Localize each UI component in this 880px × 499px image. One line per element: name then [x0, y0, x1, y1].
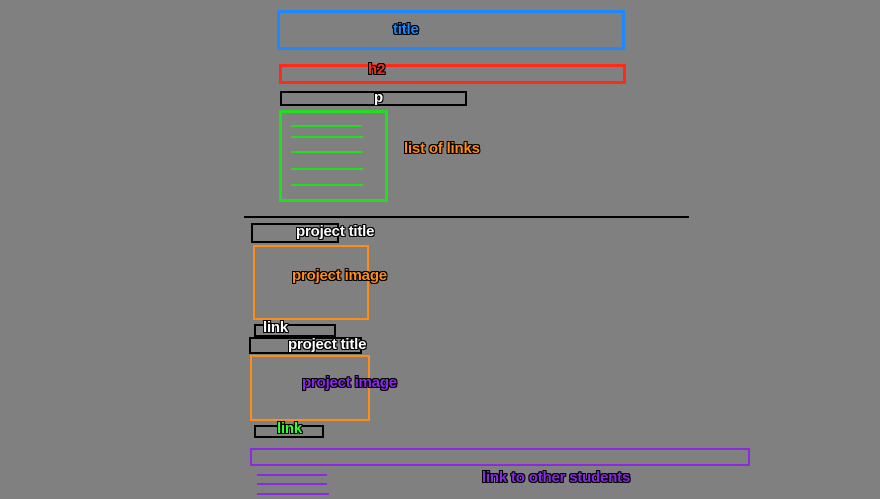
link-label-2: link — [277, 420, 303, 437]
link-box-1 — [254, 324, 336, 337]
paragraph-box — [280, 91, 467, 106]
title-box — [277, 10, 625, 50]
other-students-line — [257, 474, 327, 476]
list-link-line — [291, 151, 363, 153]
link-label-1: link — [263, 319, 289, 336]
project-title-box-1 — [251, 223, 339, 243]
project-title-label-2: project title — [288, 336, 367, 353]
title-label: title — [393, 21, 419, 38]
paragraph-label: p — [374, 89, 383, 106]
project-image-box-1 — [253, 245, 369, 320]
divider — [244, 216, 689, 218]
other-students-label: link to other students — [482, 469, 631, 486]
other-students-box — [250, 448, 750, 466]
list-link-line — [291, 168, 363, 170]
project-title-label-1: project title — [296, 223, 375, 240]
list-link-line — [291, 184, 363, 186]
project-image-box-2 — [250, 355, 370, 421]
list-link-line — [291, 136, 363, 138]
h2-label: h2 — [368, 61, 386, 78]
list-link-line — [291, 125, 362, 127]
project-title-box-2 — [249, 337, 362, 354]
project-image-label-1: project image — [292, 267, 387, 284]
project-image-label-2: project image — [302, 374, 397, 391]
link-box-2 — [254, 425, 324, 438]
list-of-links-label: list of links — [404, 140, 480, 157]
list-of-links-box — [279, 110, 388, 202]
other-students-line — [257, 493, 329, 495]
h2-box — [279, 64, 626, 84]
other-students-line — [257, 483, 327, 485]
